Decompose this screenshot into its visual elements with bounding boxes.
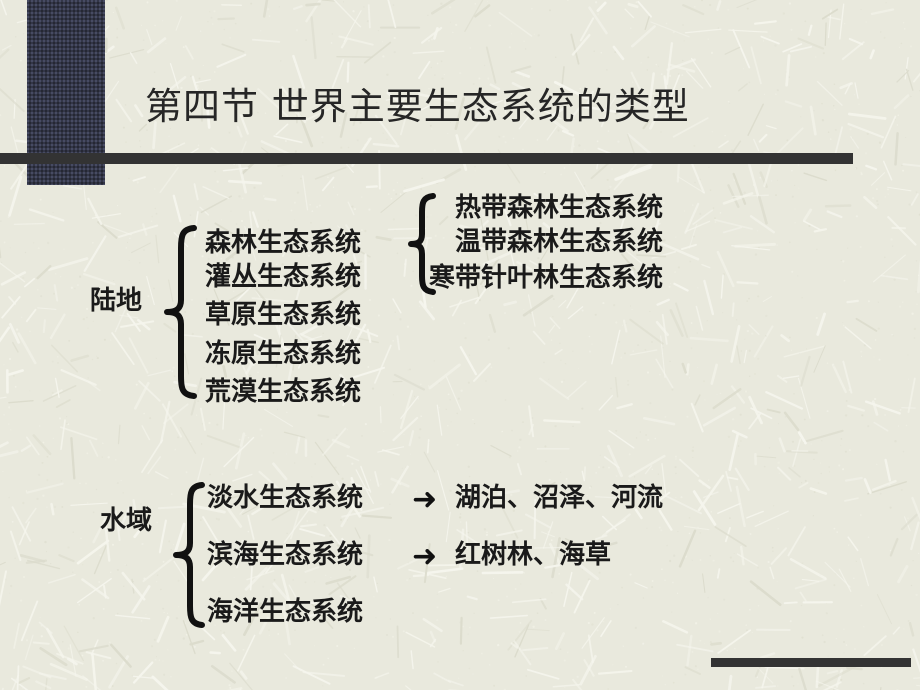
page-title: 第四节 世界主要生态系统的类型: [145, 85, 690, 128]
arrow-right-icon-coastal: ➜: [412, 539, 438, 574]
sublist-item-temperate-forest: 温带森林生态系统: [455, 227, 664, 257]
brace-forest-subtypes: [405, 192, 441, 296]
sublist-item-boreal-forest: 寒带针叶林生态系统: [429, 263, 664, 293]
arrow-right-icon-freshwater: ➜: [412, 482, 438, 517]
list-item-shrubland: 灌丛生态系统: [205, 262, 362, 292]
list-item-coastal: 滨海生态系统: [207, 540, 364, 570]
list-item-grassland: 草原生态系统: [205, 300, 362, 330]
footer-rule: [711, 658, 911, 667]
list-item-freshwater: 淡水生态系统: [207, 483, 364, 513]
sublist-item-tropical-forest: 热带森林生态系统: [455, 193, 664, 223]
list-item-tundra: 冻原生态系统: [205, 339, 362, 369]
group-label-terrestrial: 陆地: [90, 286, 143, 316]
expansion-freshwater-targets: 湖泊、沼泽、河流: [455, 483, 664, 513]
list-item-marine: 海洋生态系统: [207, 597, 364, 627]
brace-terrestrial: [160, 224, 202, 400]
title-underline-rule: [0, 153, 853, 164]
brace-aquatic: [170, 481, 212, 629]
list-item-forest: 森林生态系统: [205, 228, 362, 258]
expansion-coastal-targets: 红树林、海草: [455, 540, 612, 570]
list-item-desert: 荒漠生态系统: [205, 377, 362, 407]
group-label-aquatic: 水域: [100, 506, 153, 536]
